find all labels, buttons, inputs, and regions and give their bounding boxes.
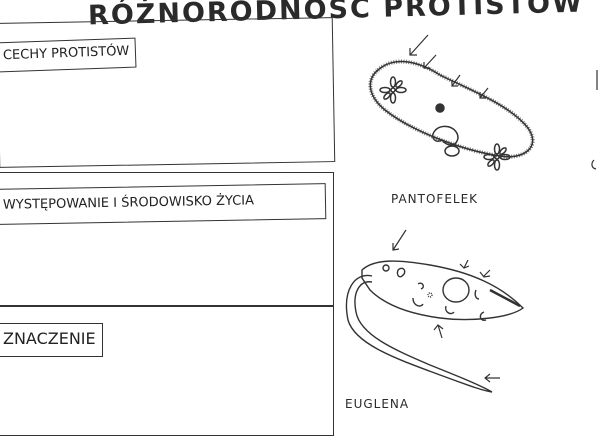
euglena-drawing — [345, 229, 525, 393]
organism-label-euglena: EUGLENA — [345, 397, 410, 411]
organism-label-paramecium: PANTOFELEK — [391, 192, 479, 206]
arrow-icon — [409, 34, 489, 99]
section-habitat — [0, 172, 334, 306]
paramecium-drawing — [368, 34, 535, 171]
section-label-significance: ZNACZENIE — [0, 323, 103, 357]
organism-drawings — [345, 34, 598, 393]
